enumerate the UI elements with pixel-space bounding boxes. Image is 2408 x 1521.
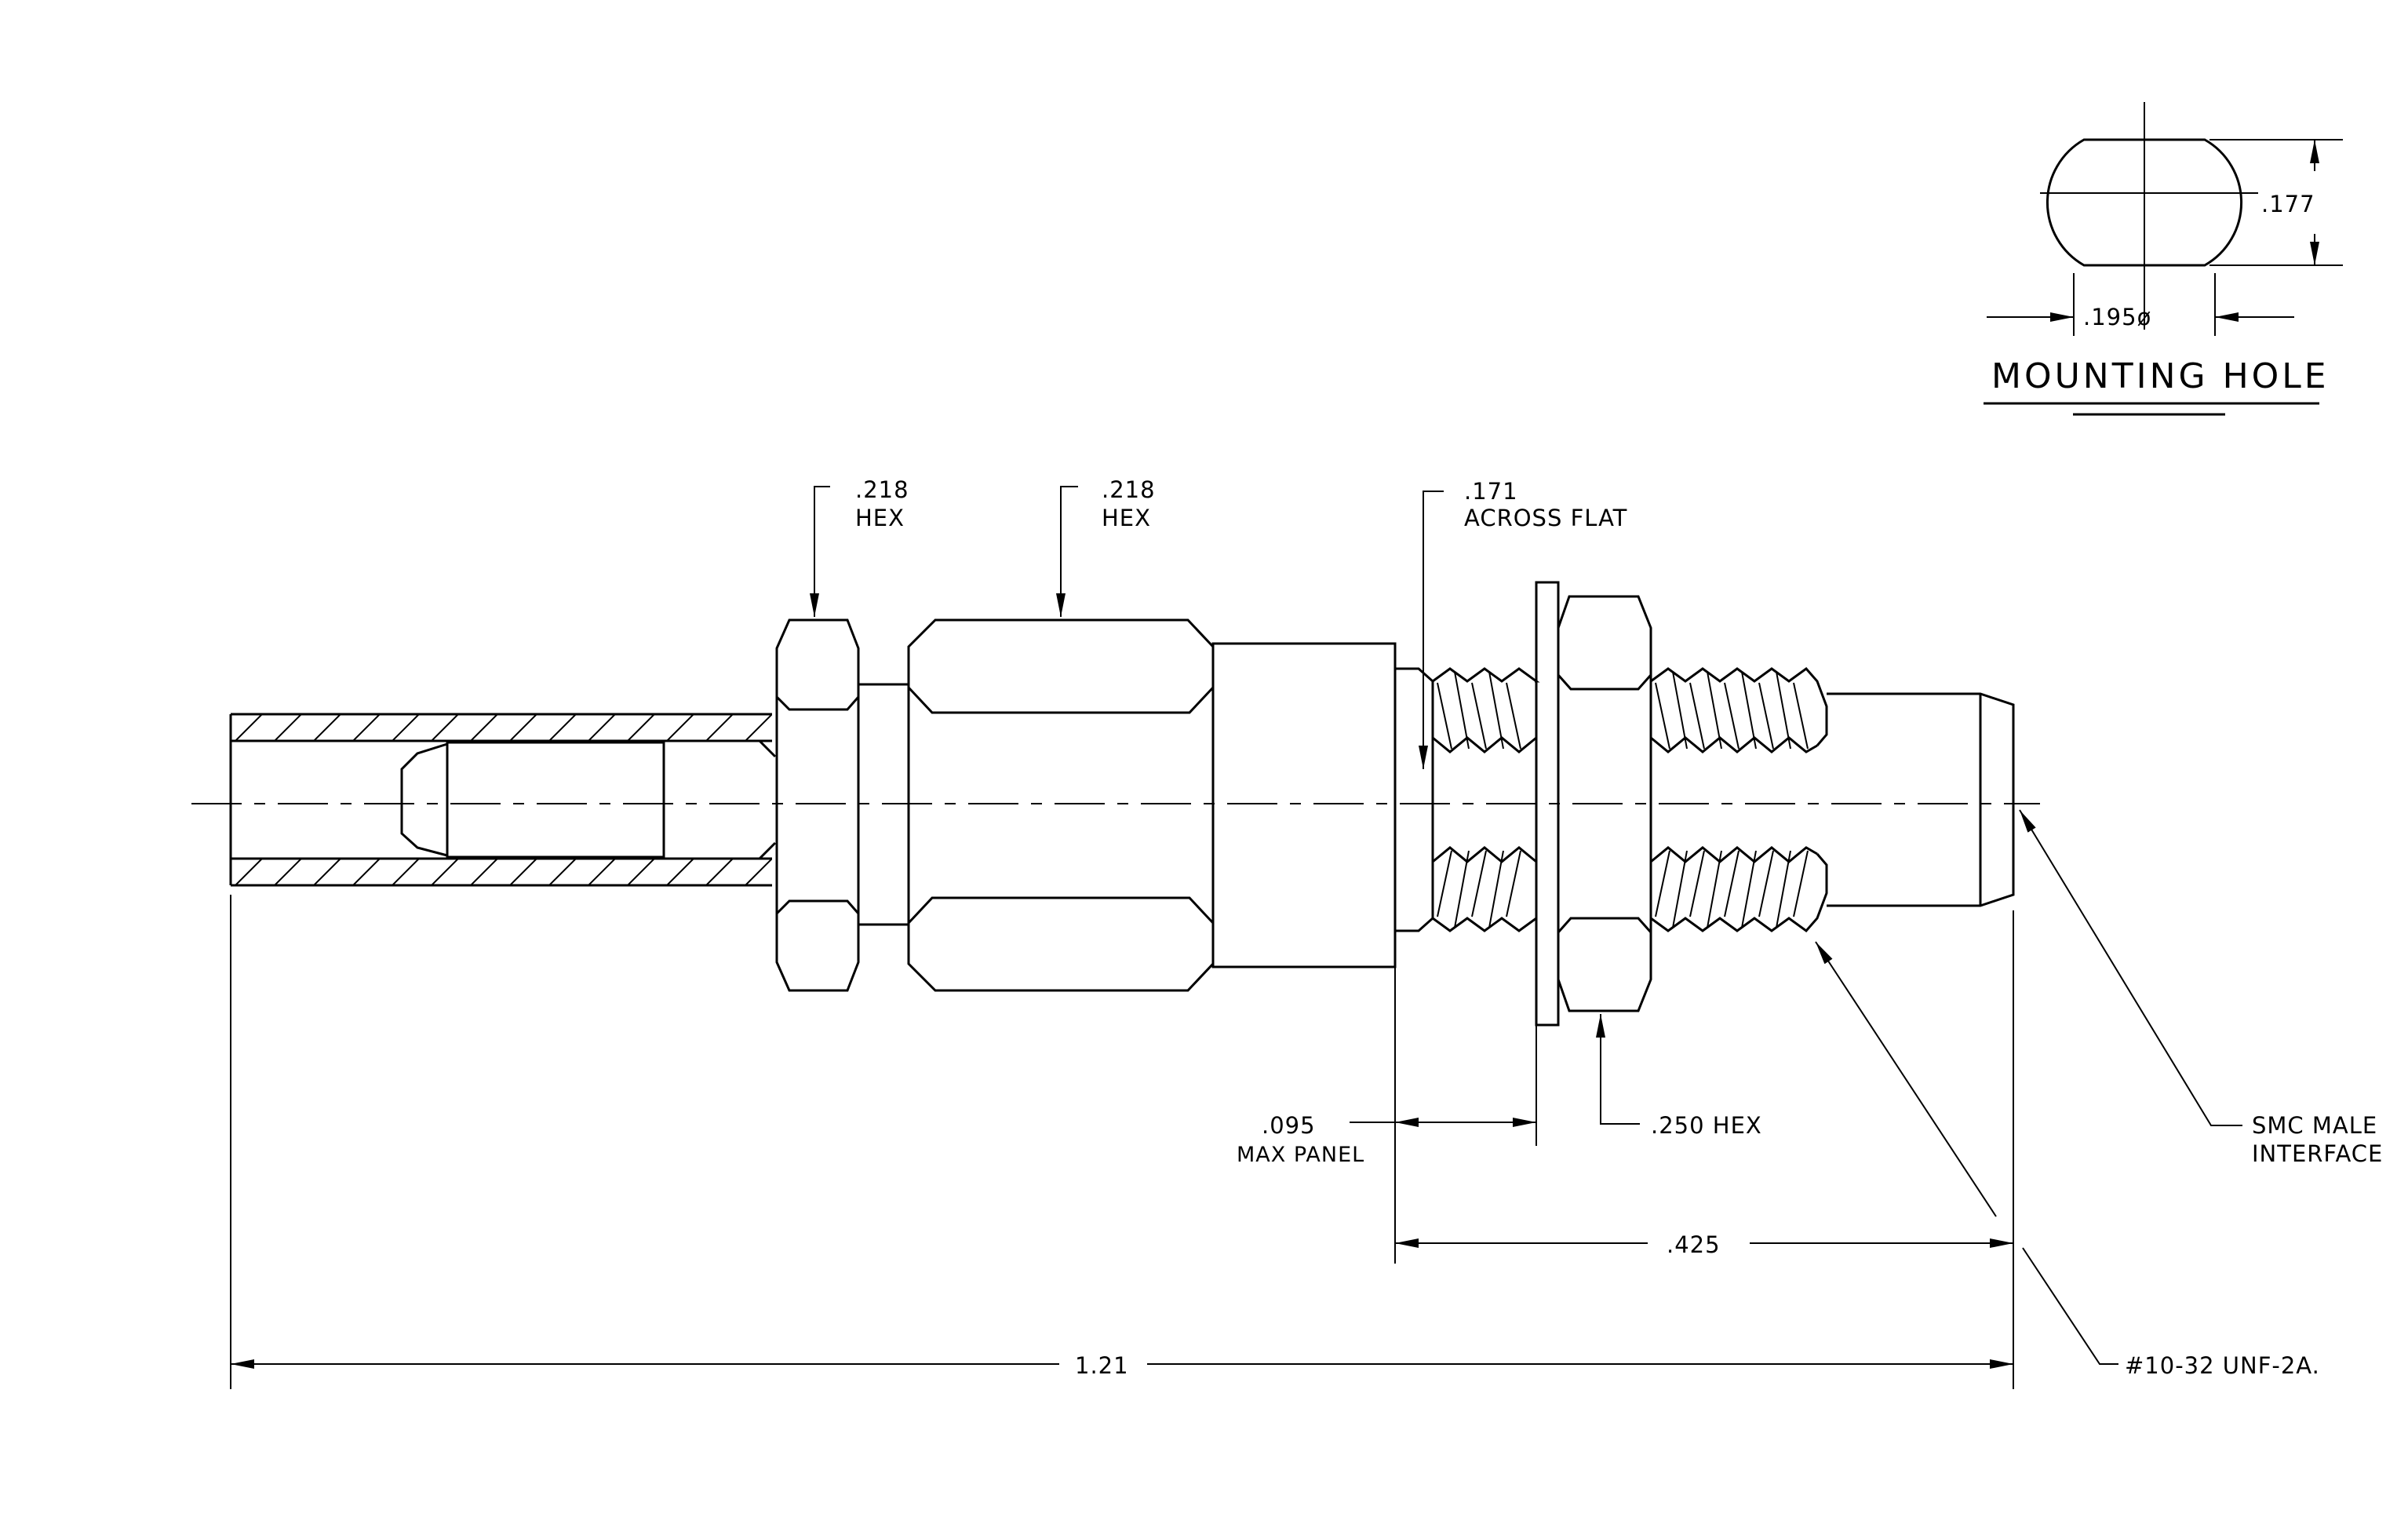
nut-hex-label: .250 HEX	[1651, 1112, 1762, 1139]
dimension-overall-length: 1.21	[230, 895, 2013, 1389]
smc-interface	[1827, 692, 2015, 907]
callout-hex-2: .218 HEX	[1056, 476, 1156, 617]
callout-across-flat: .171 ACROSS FLAT	[1419, 478, 1627, 769]
callout-smc: SMC MALE INTERFACE	[2019, 809, 2383, 1167]
max-panel-label: MAX PANEL	[1237, 1143, 1364, 1167]
callout-nut-hex: .250 HEX	[1596, 1014, 1762, 1139]
connector	[191, 581, 2040, 1027]
round-body	[1211, 642, 1397, 968]
hex-1-label: HEX	[855, 505, 905, 531]
across-flat-value: .171	[1464, 478, 1518, 505]
center-contact-knurl	[446, 741, 665, 859]
panel-hex-nut	[1557, 595, 1652, 1012]
dimension-max-panel: .095 MAX PANEL	[1237, 967, 1537, 1264]
dimension-thread-length: .425	[1395, 910, 2014, 1389]
smc-label-line2: INTERFACE	[2252, 1140, 2383, 1167]
mounting-hole-title: MOUNTING HOLE	[1991, 356, 2330, 396]
callout-thread: #10-32 UNF-2A.	[1815, 941, 2320, 1379]
max-panel-value: .095	[1262, 1112, 1316, 1139]
mounting-hole-diameter-dim: .195ø	[2083, 304, 2151, 330]
thread-left	[1395, 667, 1540, 932]
callout-hex-1: .218 HEX	[810, 476, 909, 617]
center-contact-tip	[400, 742, 449, 857]
overall-length-dim: 1.21	[1075, 1352, 1129, 1379]
thread-length-dim: .425	[1667, 1231, 1721, 1258]
smc-label-line1: SMC MALE	[2252, 1112, 2377, 1139]
crimp-ferrule	[229, 713, 777, 887]
hex-nut-1	[775, 618, 860, 992]
mounting-hole-height-dim: .177	[2261, 191, 2315, 217]
thread-right	[1650, 666, 1828, 933]
hex-body-2	[907, 618, 1215, 992]
across-flat-label: ACROSS FLAT	[1464, 505, 1627, 531]
thread-spec-label: #10-32 UNF-2A.	[2125, 1352, 2320, 1379]
hex-2-value: .218	[1102, 476, 1156, 503]
hex-2-label: HEX	[1102, 505, 1151, 531]
mounting-hole-outline	[2046, 138, 2242, 267]
mounting-hole-detail: .177 .195ø MOUNTING HOLE	[1984, 102, 2343, 416]
hex-1-value: .218	[855, 476, 909, 503]
ferrule-hatching	[235, 714, 772, 885]
